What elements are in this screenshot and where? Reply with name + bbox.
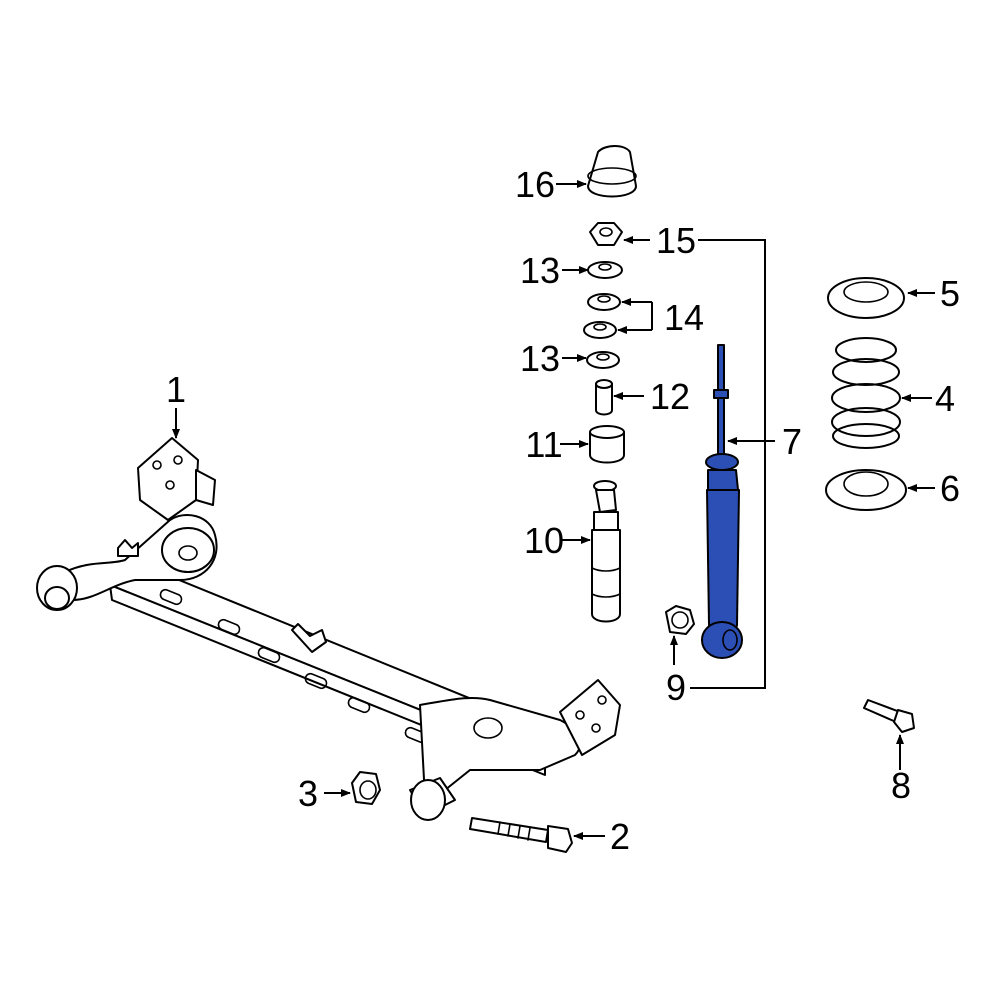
beam-slots — [159, 588, 428, 744]
callout-12: 12 — [650, 376, 690, 417]
callout-15: 15 — [656, 220, 696, 261]
callout-labels: 1 2 3 4 5 6 7 8 9 10 11 12 13 13 14 15 1… — [166, 164, 960, 857]
callout-13-lower: 13 — [520, 338, 560, 379]
callout-16: 16 — [515, 164, 555, 205]
dust-boot[interactable] — [591, 480, 621, 623]
callout-1: 1 — [166, 369, 186, 410]
rubber-bushings[interactable] — [583, 293, 621, 339]
washer-lower[interactable] — [586, 351, 620, 369]
callout-2: 2 — [610, 816, 630, 857]
axle-bolt[interactable] — [469, 817, 573, 853]
callout-7: 7 — [782, 421, 802, 462]
shock-absorber[interactable] — [701, 344, 743, 659]
callout-6: 6 — [940, 468, 960, 509]
callout-11: 11 — [525, 424, 562, 465]
upper-spring-seat[interactable] — [827, 277, 905, 319]
callout-3: 3 — [298, 773, 318, 814]
axle-nut[interactable] — [351, 771, 381, 805]
leader-lines — [172, 180, 935, 840]
washer-upper[interactable] — [587, 261, 623, 279]
callout-14: 14 — [664, 297, 704, 338]
sleeve[interactable] — [595, 379, 613, 416]
callout-13-upper: 13 — [520, 250, 560, 291]
coil-spring[interactable] — [831, 337, 901, 449]
shock-bolt[interactable] — [863, 699, 915, 733]
bump-stop[interactable] — [589, 425, 625, 464]
callout-9: 9 — [666, 667, 686, 708]
callout-5: 5 — [940, 273, 960, 314]
shock-nut[interactable] — [665, 605, 695, 635]
callout-10: 10 — [524, 520, 564, 561]
lower-spring-seat[interactable] — [825, 469, 907, 511]
mount-nut[interactable] — [589, 222, 623, 246]
rear-axle-beam[interactable] — [36, 437, 621, 821]
callout-4: 4 — [935, 378, 955, 419]
callout-8: 8 — [891, 765, 911, 806]
bump-stop-cap[interactable] — [587, 145, 637, 198]
